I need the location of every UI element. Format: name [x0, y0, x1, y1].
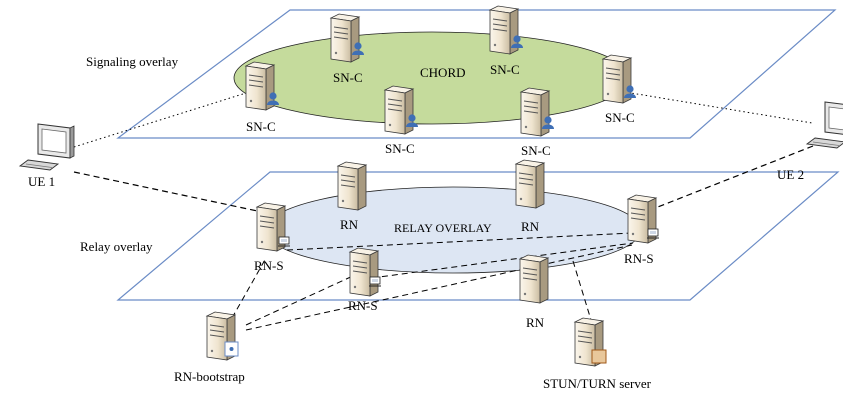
rns-mid-to-rns-right: [371, 242, 634, 279]
ue1-to-snc-dotted: [73, 92, 247, 148]
sn-c-label-6: SN-C: [521, 143, 551, 158]
stun-turn-server[interactable]: [574, 317, 607, 367]
sn-c-label-2: SN-C: [490, 62, 520, 77]
rns-left-to-rns-right-1: [286, 232, 633, 251]
sn-c-node-1[interactable]: [330, 13, 364, 63]
sn-c-node-3[interactable]: [245, 61, 279, 111]
ue1-to-rns-dashed: [73, 171, 263, 213]
rn-label-3: RN: [526, 315, 545, 330]
relay-overlay-ring-label: RELAY OVERLAY: [394, 221, 492, 235]
rn-s-label-left: RN-S: [254, 258, 284, 273]
rn-s-label-right: RN-S: [624, 251, 654, 266]
relay-overlay-label: Relay overlay: [80, 239, 153, 254]
stun-to-rns-mid: [572, 260, 592, 321]
connector-lines: [73, 90, 814, 331]
sn-c-label-3: SN-C: [246, 119, 276, 134]
sn-c-node-4[interactable]: [602, 54, 636, 104]
sn-c-label-4: SN-C: [605, 110, 635, 125]
sn-c-node-5[interactable]: [384, 85, 418, 135]
rn-s-node-left[interactable]: [256, 202, 291, 252]
rn-label-2: RN: [521, 219, 540, 234]
rn-s-node-mid[interactable]: [349, 247, 382, 297]
ue2-to-snc-dotted: [618, 90, 813, 124]
stun-turn-label: STUN/TURN server: [543, 376, 652, 391]
signaling-overlay-label: Signaling overlay: [86, 54, 179, 69]
ue2-label: UE 2: [777, 167, 804, 182]
rn-node-1[interactable]: [337, 161, 367, 211]
bootstrap-badge-icon: [224, 341, 239, 357]
chord-label: CHORD: [420, 65, 466, 80]
bootstrap-to-rns-left: [231, 257, 267, 319]
rn-node-3[interactable]: [519, 254, 549, 304]
rn-node-2[interactable]: [515, 159, 545, 209]
ue1-computer-icon[interactable]: [19, 123, 75, 171]
ue2-to-rns-dashed: [639, 145, 814, 215]
stun-badge-icon: [591, 349, 607, 364]
rn-label-1: RN: [340, 217, 359, 232]
sn-c-node-6[interactable]: [520, 87, 554, 137]
rn-s-label-mid: RN-S: [348, 298, 378, 313]
ue2-computer-icon[interactable]: [806, 101, 843, 149]
rn-bootstrap-server[interactable]: [206, 311, 239, 361]
sn-c-label-5: SN-C: [385, 141, 415, 156]
sn-c-node-2[interactable]: [489, 5, 523, 55]
sn-c-label-1: SN-C: [333, 70, 363, 85]
rn-bootstrap-label: RN-bootstrap: [174, 369, 245, 384]
rn-s-node-right[interactable]: [627, 194, 660, 244]
ue1-label: UE 1: [28, 174, 55, 189]
bootstrap-to-rns-right: [245, 244, 633, 331]
